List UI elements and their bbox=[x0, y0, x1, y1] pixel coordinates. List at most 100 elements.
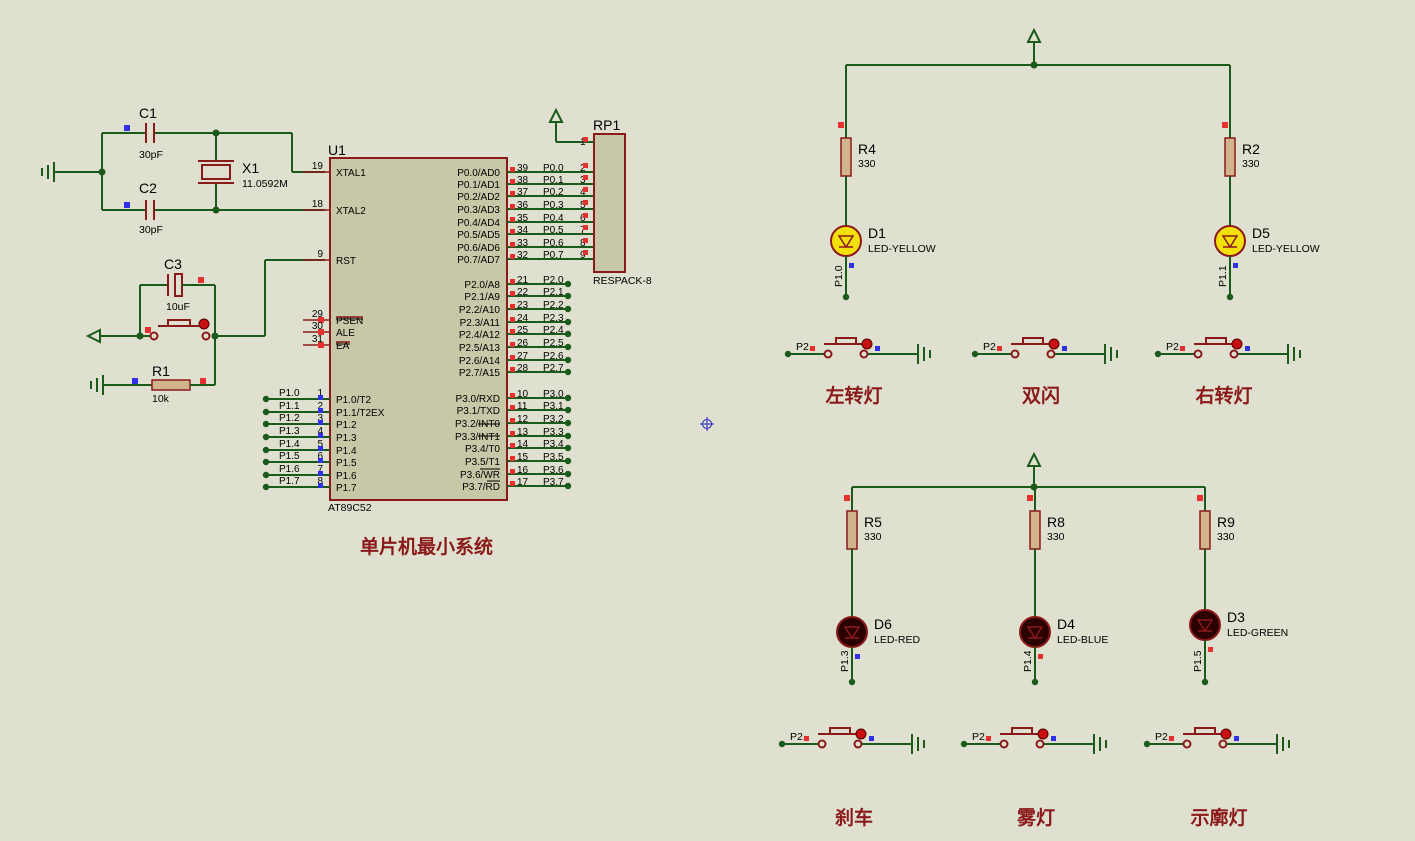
led-ref: D5 bbox=[1252, 225, 1270, 241]
mcu-pin-number: 31 bbox=[312, 334, 324, 345]
pin-marker bbox=[510, 418, 515, 423]
net-label: P0.3 bbox=[543, 200, 564, 211]
mcu-pin-number: 25 bbox=[517, 325, 529, 336]
mcu-pin-name: P3.4/T0 bbox=[465, 444, 500, 455]
mcu-pin-number: 4 bbox=[317, 426, 323, 437]
mcu-pin-number: 22 bbox=[517, 287, 529, 298]
net-label: P0.0 bbox=[543, 163, 564, 174]
top-switch-0: P2. bbox=[784, 337, 931, 364]
resistor-body bbox=[1029, 510, 1041, 550]
pin-marker bbox=[510, 431, 515, 436]
net-label: P2.1 bbox=[543, 287, 564, 298]
net-label: P1.1 bbox=[1217, 265, 1229, 287]
switch-caption: 右转灯 bbox=[1194, 384, 1252, 407]
mcu-pin-name: XTAL2 bbox=[336, 206, 366, 217]
mcu-pin-number: 3 bbox=[317, 413, 323, 424]
switch-caption: 示廓灯 bbox=[1190, 806, 1247, 829]
net-junction bbox=[564, 470, 572, 478]
mcu-pin-number: 21 bbox=[517, 275, 529, 286]
net-label: P1.6 bbox=[279, 464, 300, 475]
net-label: P2.7 bbox=[543, 363, 564, 374]
switch-contact bbox=[1218, 739, 1228, 749]
pin-marker bbox=[318, 471, 323, 476]
pin-marker bbox=[510, 317, 515, 322]
mcu-pin-number: 29 bbox=[312, 309, 324, 320]
top-switch-2: P2. bbox=[1154, 337, 1301, 364]
switch-contact bbox=[853, 739, 863, 749]
led-body bbox=[1019, 616, 1051, 648]
net-junction bbox=[848, 678, 856, 686]
resistor-ref: R8 bbox=[1047, 514, 1065, 530]
net-junction bbox=[564, 280, 572, 288]
mcu-pin-number: 15 bbox=[517, 452, 529, 463]
mcu-pin-number: 26 bbox=[517, 338, 529, 349]
mcu-pin-number: 34 bbox=[517, 225, 529, 236]
mcu-pin-name: P2.0/A8 bbox=[464, 280, 500, 291]
pin-marker bbox=[318, 395, 323, 400]
x1-value: 11.0592M bbox=[242, 178, 288, 190]
switch-contact bbox=[1229, 349, 1239, 359]
c3-ref: C3 bbox=[164, 256, 182, 272]
mcu-pin-name: P2.1/A9 bbox=[464, 292, 500, 303]
mcu-pin-number: 35 bbox=[517, 213, 529, 224]
mcu-pin-name: XTAL1 bbox=[336, 168, 366, 179]
probe-indicator bbox=[1048, 338, 1060, 350]
mcu-pin-number: 18 bbox=[312, 199, 324, 210]
rp1-pin-number: 4 bbox=[580, 187, 586, 198]
pin-marker bbox=[318, 433, 323, 438]
probe-indicator bbox=[1037, 728, 1049, 740]
pin-marker bbox=[1233, 263, 1238, 268]
pin-marker bbox=[997, 346, 1002, 351]
r1-value: 10k bbox=[152, 393, 170, 405]
rp1-pin-number: 6 bbox=[580, 213, 586, 224]
mcu-pin-name: P1.1/T2EX bbox=[336, 408, 385, 419]
pin-marker bbox=[510, 481, 515, 486]
mcu-pin-name: P2.7/A15 bbox=[459, 368, 501, 379]
net-label: P1.0 bbox=[833, 265, 845, 287]
pin-marker bbox=[510, 443, 515, 448]
switch-cap bbox=[1194, 727, 1216, 735]
pin-marker bbox=[318, 483, 323, 488]
pin-marker bbox=[1208, 647, 1213, 652]
mcu-pin-name: P0.6/AD6 bbox=[457, 243, 500, 254]
mcu-pin-name: P1.5 bbox=[336, 458, 357, 469]
net-junction bbox=[262, 395, 270, 403]
switch-caption: 左转灯 bbox=[825, 384, 882, 407]
net-junction bbox=[262, 408, 270, 416]
pin-marker bbox=[318, 458, 323, 463]
pin-marker bbox=[855, 654, 860, 659]
pin-marker bbox=[1051, 736, 1056, 741]
net-label: P2.2 bbox=[543, 300, 564, 311]
pin-marker bbox=[510, 167, 515, 172]
net-junction bbox=[564, 482, 572, 490]
bottom-switch-0: P2. bbox=[778, 727, 925, 754]
switch-cap bbox=[835, 337, 857, 345]
bottom-led-bus bbox=[852, 451, 1205, 491]
mcu-pin-name: P1.0/T2 bbox=[336, 395, 371, 406]
rp1-pin-number: 7 bbox=[580, 225, 586, 236]
pin-marker bbox=[583, 225, 588, 230]
pin-marker bbox=[510, 191, 515, 196]
mcu-pin-name: P2.6/A14 bbox=[459, 356, 501, 367]
pin-marker bbox=[510, 329, 515, 334]
net-label: P1.5 bbox=[279, 451, 300, 462]
mcu-pin-name: P1.6 bbox=[336, 471, 357, 482]
net-junction bbox=[564, 444, 572, 452]
rp1-pin-number: 2 bbox=[580, 163, 586, 174]
net-label: P0.1 bbox=[543, 175, 564, 186]
mcu-pin-number: 33 bbox=[517, 238, 529, 249]
rp1-part: RESPACK-8 bbox=[593, 275, 652, 287]
pin-marker bbox=[510, 456, 515, 461]
pin-marker bbox=[583, 250, 588, 255]
pin-marker bbox=[318, 329, 324, 335]
net-label: P1.5 bbox=[1192, 650, 1204, 672]
pin-marker bbox=[510, 279, 515, 284]
ground-symbol bbox=[41, 162, 102, 182]
switch-contact bbox=[1193, 349, 1203, 359]
mcu-pin-name: P1.7 bbox=[336, 483, 357, 494]
led-ref: D4 bbox=[1057, 616, 1075, 632]
probe-indicator bbox=[861, 338, 873, 350]
rp1-ref: RP1 bbox=[593, 117, 620, 133]
rp1-pin-number: 8 bbox=[580, 238, 586, 249]
